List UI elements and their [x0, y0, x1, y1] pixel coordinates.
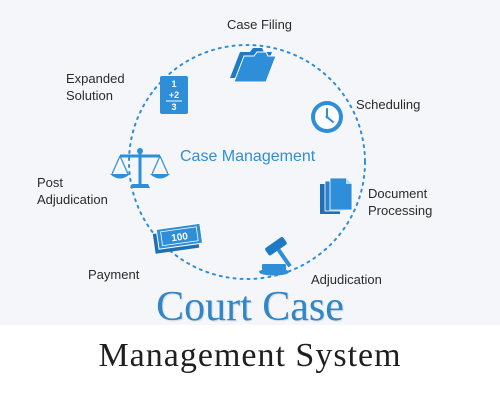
calculator-icon: 1 +2 3: [160, 76, 188, 114]
stage-label-payment: Payment: [88, 267, 140, 282]
banknote-value: 100: [171, 231, 189, 244]
cycle-diagram: 100 1 +2 3: [110, 44, 366, 280]
stage-label-scheduling: Scheduling: [356, 97, 421, 112]
center-label: Case Management: [180, 148, 316, 165]
documents-icon: [320, 177, 353, 214]
clock-icon: [311, 101, 343, 133]
diagram-panel: 100 1 +2 3 Case Management Case Filing S…: [0, 0, 500, 325]
stage-label-document-processing: Document Processing: [368, 186, 433, 218]
stage-label-expanded-solution: Expanded Solution: [66, 71, 125, 103]
folders-icon: [230, 48, 277, 83]
stage-label-post-adjudication: Post Adjudication: [37, 175, 108, 207]
scales-icon: [110, 148, 170, 188]
cycle-ring: [128, 44, 366, 280]
calculator-line-2: +2: [169, 90, 179, 100]
calculator-line-1: 1: [171, 79, 176, 89]
page-title: Court Case: [156, 284, 344, 330]
page-subtitle: Management System: [98, 337, 402, 374]
stage-label-case-filing: Case Filing: [227, 17, 293, 32]
money-icon: 100: [152, 222, 204, 254]
stage-label-adjudication: Adjudication: [311, 272, 382, 287]
gavel-icon: [259, 236, 292, 276]
calculator-line-3: 3: [171, 102, 176, 112]
